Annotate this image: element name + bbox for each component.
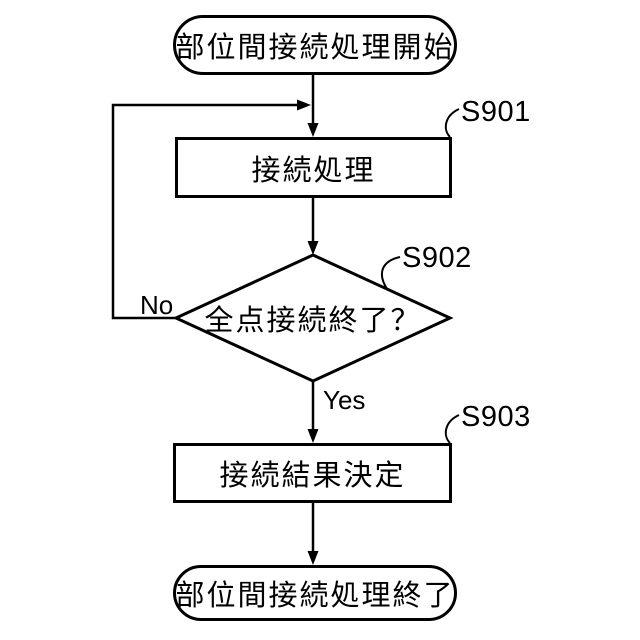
connector-no-loop	[111, 103, 298, 320]
arrowhead-into-s903	[307, 429, 319, 443]
arrowhead-into-end	[307, 551, 319, 565]
process-node-s903: 接続結果決定	[173, 443, 452, 503]
start-terminal-label: 部位間接続処理開始	[175, 32, 455, 64]
branch-label-yes: Yes	[323, 385, 366, 415]
step-id-label-s903: S903	[461, 401, 531, 433]
leader-line-s903	[444, 414, 460, 444]
arrowhead-into-s902	[307, 241, 319, 255]
process-node-s901: 接続処理	[175, 137, 452, 198]
step-id-label-s901: S901	[461, 96, 531, 128]
end-terminal-label: 部位間接続処理終了	[175, 580, 455, 612]
process-node-s901-label: 接続処理	[251, 154, 376, 187]
leader-line-s902	[380, 256, 401, 290]
branch-label-no: No	[140, 290, 174, 320]
process-node-s903-label: 接続結果決定	[219, 460, 406, 492]
leader-line-s901	[444, 108, 460, 138]
step-id-label-s902: S902	[402, 242, 472, 274]
arrowhead-no-loop-junction	[297, 99, 311, 111]
arrowhead-into-s901	[307, 123, 319, 137]
end-terminal-node: 部位間接続処理終了	[173, 565, 457, 621]
decision-node-s902-label: 全点接続終了？	[204, 305, 422, 337]
start-terminal-node: 部位間接続処理開始	[173, 15, 457, 75]
